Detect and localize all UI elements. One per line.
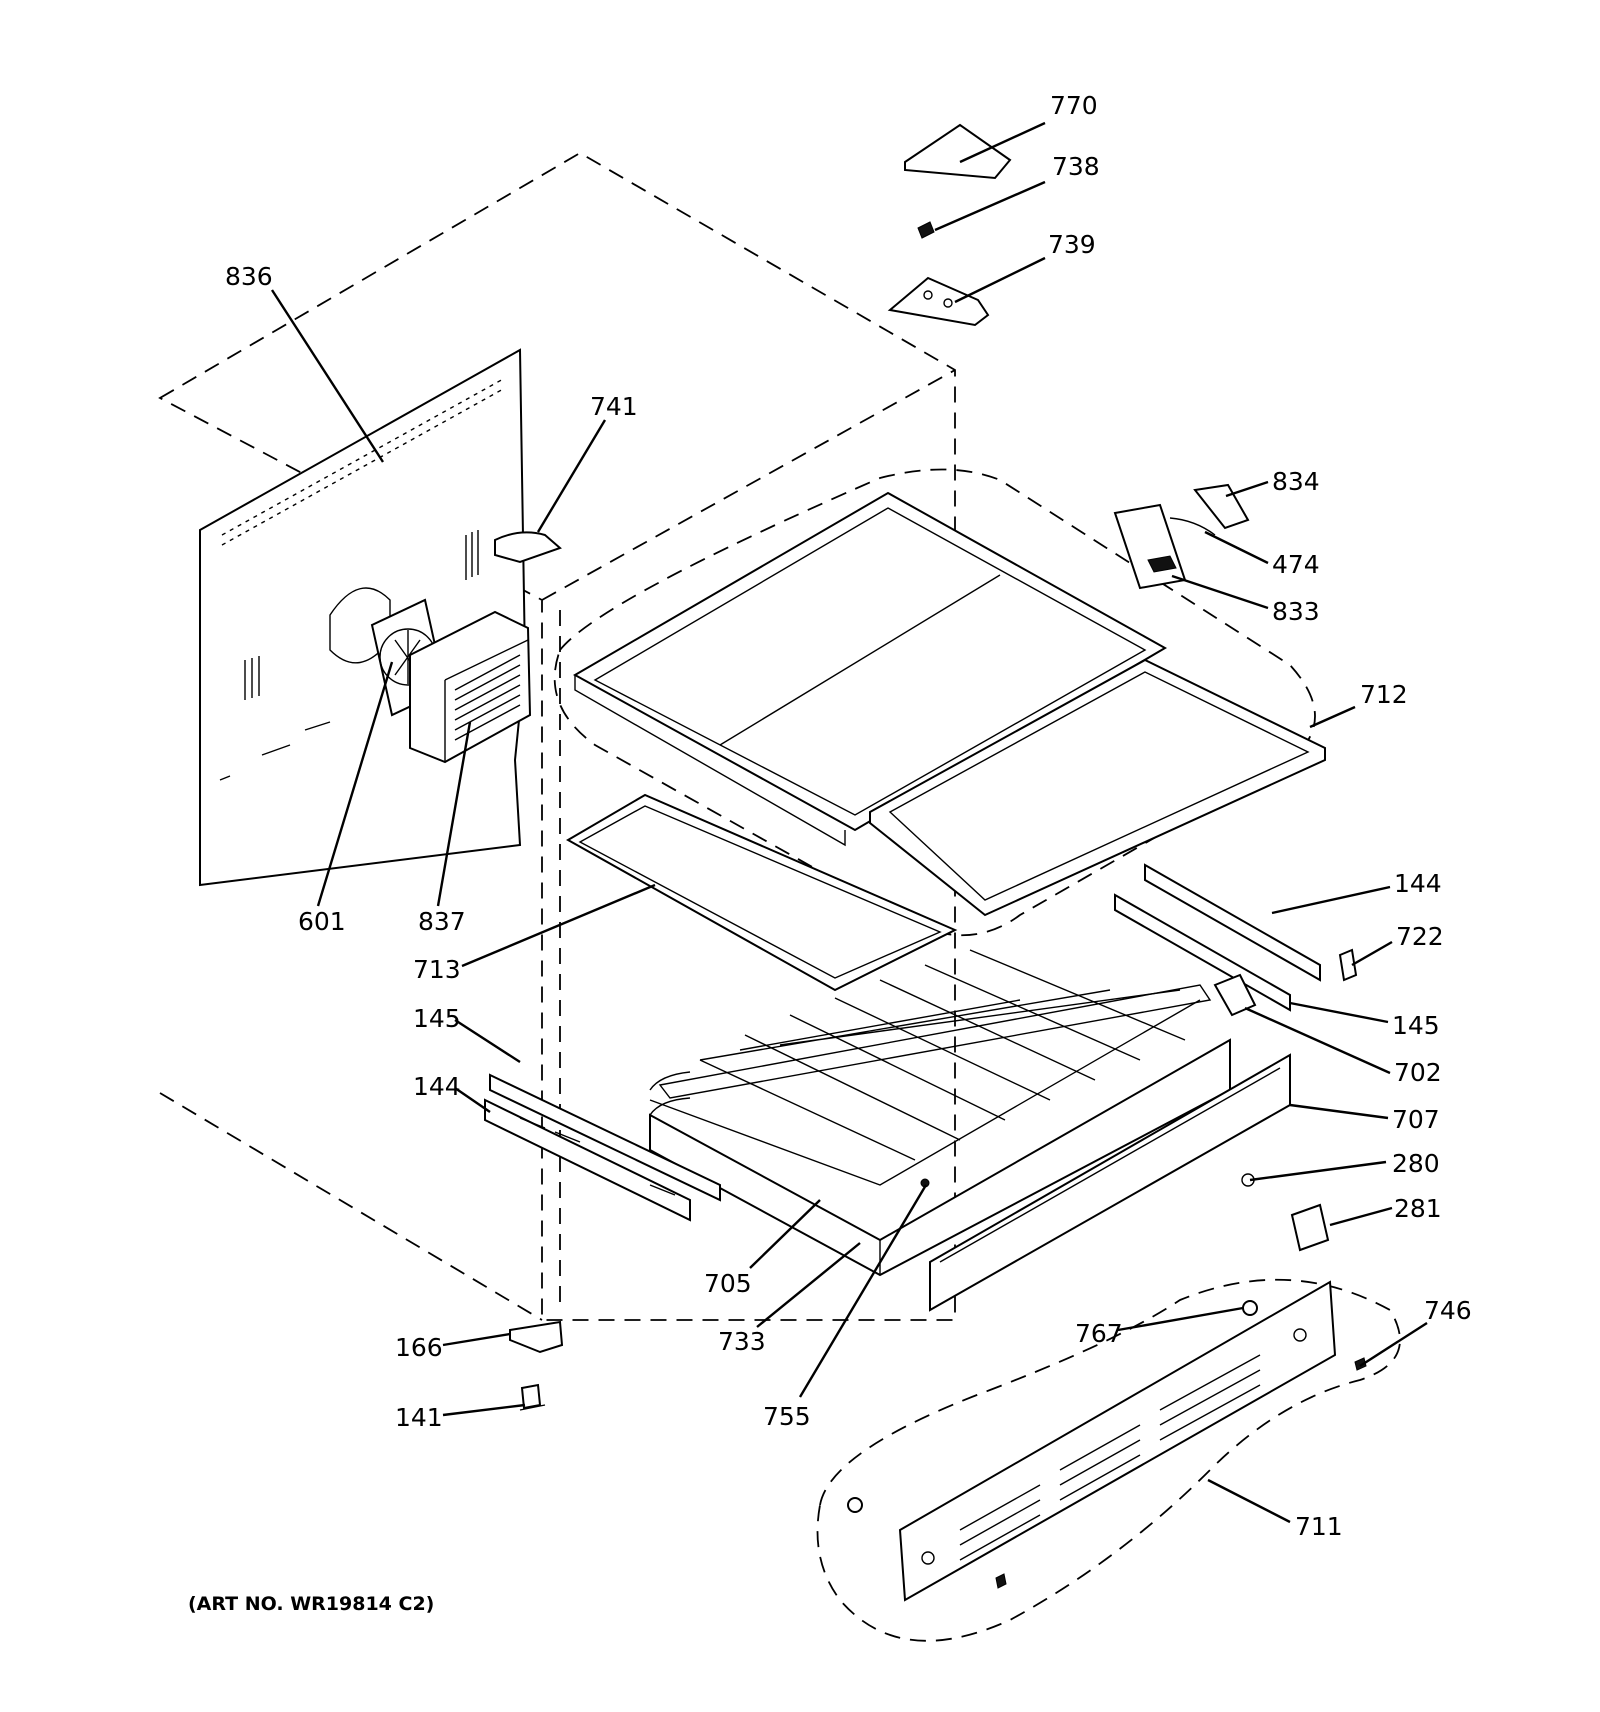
label-712: 712: [1360, 680, 1408, 709]
label-145-left: 145: [413, 1004, 461, 1033]
label-702: 702: [1394, 1058, 1442, 1087]
left-slides: [484, 1073, 721, 1222]
cover-741: [494, 531, 562, 564]
label-713: 713: [413, 955, 461, 984]
label-733: 733: [718, 1327, 766, 1356]
glass-shelf: [565, 793, 958, 992]
label-833: 833: [1272, 597, 1320, 626]
label-280: 280: [1392, 1149, 1440, 1178]
shelf-assembly: [553, 468, 1326, 937]
art-number: (ART NO. WR19814 C2): [188, 1593, 434, 1615]
label-837: 837: [418, 907, 466, 936]
label-474: 474: [1272, 550, 1320, 579]
label-722: 722: [1396, 922, 1444, 951]
label-711: 711: [1295, 1512, 1343, 1541]
label-144-right: 144: [1394, 869, 1442, 898]
label-755: 755: [763, 1402, 811, 1431]
small-parts: [509, 483, 1330, 1411]
label-738: 738: [1052, 152, 1100, 181]
label-145-right: 145: [1392, 1011, 1440, 1040]
label-281: 281: [1394, 1194, 1442, 1223]
right-slides: [1114, 863, 1358, 1017]
label-770: 770: [1050, 91, 1098, 120]
fan-housing: [409, 610, 532, 764]
cabinet-outline: [158, 151, 956, 1321]
label-836: 836: [225, 262, 273, 291]
label-741: 741: [590, 392, 638, 421]
label-166: 166: [395, 1333, 443, 1362]
label-141: 141: [395, 1403, 443, 1432]
label-746: 746: [1424, 1296, 1472, 1325]
label-739: 739: [1048, 230, 1096, 259]
top-parts: [887, 123, 1012, 327]
grille-assembly: [816, 1278, 1401, 1642]
label-601: 601: [298, 907, 346, 936]
label-834: 834: [1272, 467, 1320, 496]
label-767: 767: [1075, 1319, 1123, 1348]
callout-labels: 770 738 739 836 741 834 474 833 712 601 …: [188, 91, 1472, 1615]
wire-basket: [649, 949, 1212, 1186]
label-705: 705: [704, 1269, 752, 1298]
label-144-left: 144: [413, 1072, 461, 1101]
label-707: 707: [1392, 1105, 1440, 1134]
leader-lines: [270, 121, 1428, 1524]
